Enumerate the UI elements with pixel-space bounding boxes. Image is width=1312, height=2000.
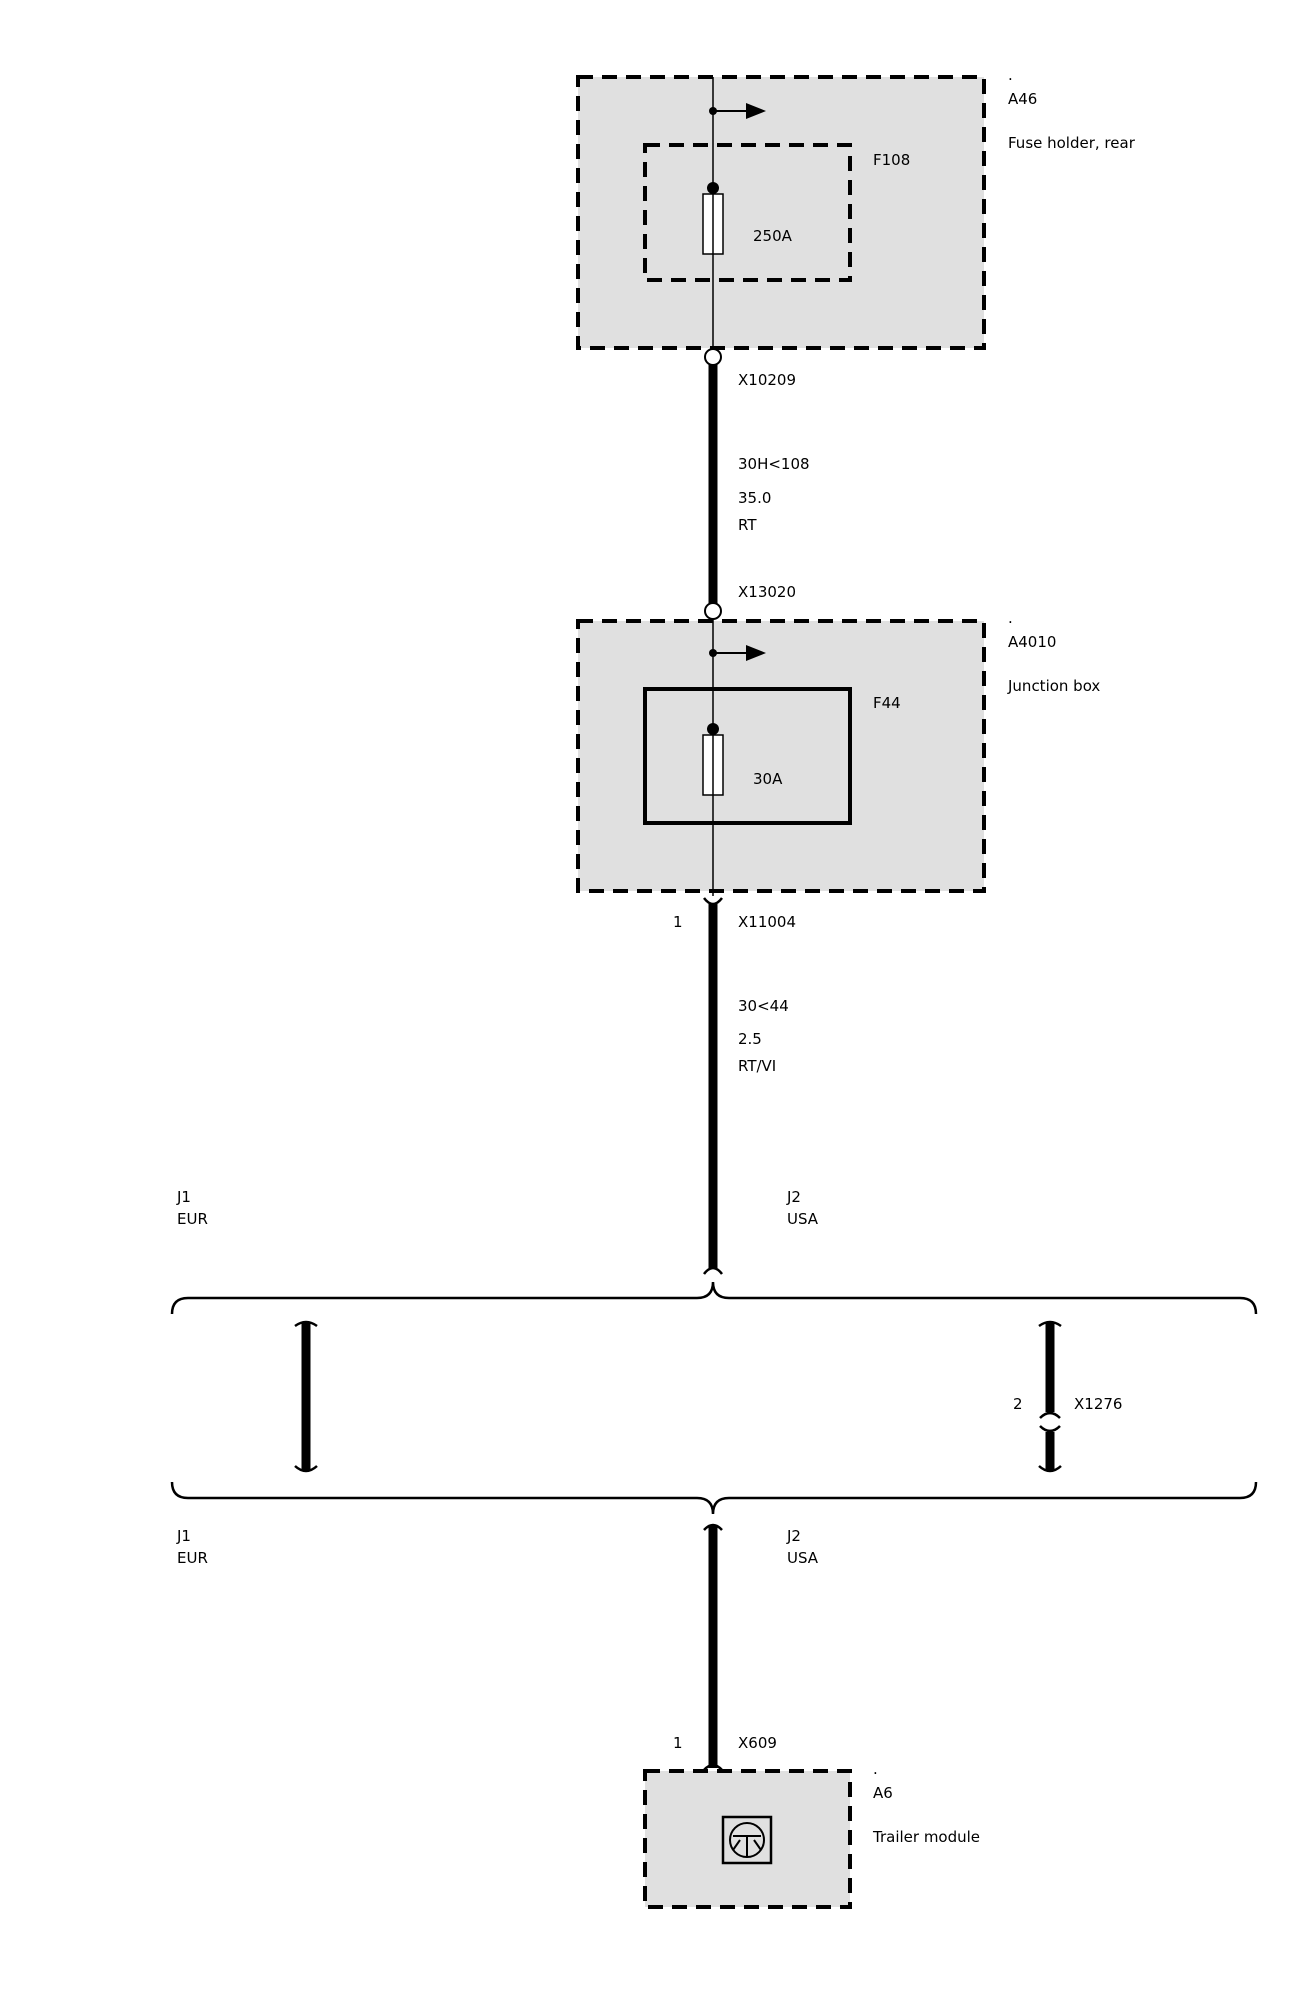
fuse-node bbox=[707, 723, 719, 735]
variant-bottom-j1-region: EUR bbox=[177, 1549, 208, 1567]
fuse-f44-box bbox=[643, 687, 852, 825]
connector-x609-icon bbox=[703, 1763, 723, 1771]
a4010-label: A4010 bbox=[1008, 633, 1056, 651]
x609-pin: 1 bbox=[673, 1734, 683, 1752]
x609-label: X609 bbox=[738, 1734, 777, 1752]
f44-rating: 30A bbox=[753, 770, 783, 788]
a46-name: Fuse holder, rear bbox=[1008, 134, 1136, 152]
variant-bottom-j1: J1 bbox=[176, 1527, 191, 1545]
connector-x10209-icon bbox=[704, 348, 722, 366]
x1276-label: X1276 bbox=[1074, 1395, 1122, 1413]
a4010-dot: . bbox=[1008, 609, 1013, 627]
wire1-circuit: 30H<108 bbox=[738, 455, 810, 473]
variant-top-j1: J1 bbox=[176, 1188, 191, 1206]
wire-break-icon bbox=[703, 1266, 723, 1275]
x11004-label: X11004 bbox=[738, 913, 796, 931]
a46-label: A46 bbox=[1008, 90, 1037, 108]
variant-bottom-j2-region: USA bbox=[787, 1549, 819, 1567]
variant-top-j2-region: USA bbox=[787, 1210, 819, 1228]
branch-arrow-icon bbox=[746, 645, 766, 661]
wire2-color: RT/VI bbox=[738, 1057, 776, 1075]
wire2-circuit: 30<44 bbox=[738, 997, 789, 1015]
fuse-f108-box bbox=[643, 143, 852, 282]
a4010-name: Junction box bbox=[1007, 677, 1100, 695]
variant-bottom-j2: J2 bbox=[786, 1527, 801, 1545]
connector-x11004-icon bbox=[703, 897, 723, 906]
wire1-size: 35.0 bbox=[738, 489, 771, 507]
fuse-node bbox=[707, 182, 719, 194]
junction-box bbox=[576, 619, 986, 893]
x1276-pin: 2 bbox=[1013, 1395, 1023, 1413]
wire1-color: RT bbox=[738, 516, 757, 534]
fuse-holder-rear-box bbox=[576, 75, 986, 350]
variant-top-j1-region: EUR bbox=[177, 1210, 208, 1228]
variant-brace-bottom bbox=[170, 1481, 1258, 1515]
control-unit-icon bbox=[721, 1815, 773, 1865]
f44-label: F44 bbox=[873, 694, 901, 712]
wire-break-icon bbox=[703, 1523, 723, 1531]
a46-dot: . bbox=[1008, 66, 1013, 84]
f108-rating: 250A bbox=[753, 227, 793, 245]
x13020-label: X13020 bbox=[738, 583, 796, 601]
x11004-pin: 1 bbox=[673, 913, 683, 931]
branch-arrow-icon bbox=[746, 103, 766, 119]
wire2-size: 2.5 bbox=[738, 1030, 762, 1048]
a6-dot: . bbox=[873, 1760, 878, 1778]
a6-label: A6 bbox=[873, 1784, 893, 1802]
variant-brace-top bbox=[170, 1281, 1258, 1315]
x10209-label: X10209 bbox=[738, 371, 796, 389]
a6-name: Trailer module bbox=[872, 1828, 980, 1846]
connector-x13020-icon bbox=[704, 602, 722, 620]
f108-label: F108 bbox=[873, 151, 910, 169]
connector-x1276-icon bbox=[1039, 1411, 1061, 1419]
variant-top-j2: J2 bbox=[786, 1188, 801, 1206]
